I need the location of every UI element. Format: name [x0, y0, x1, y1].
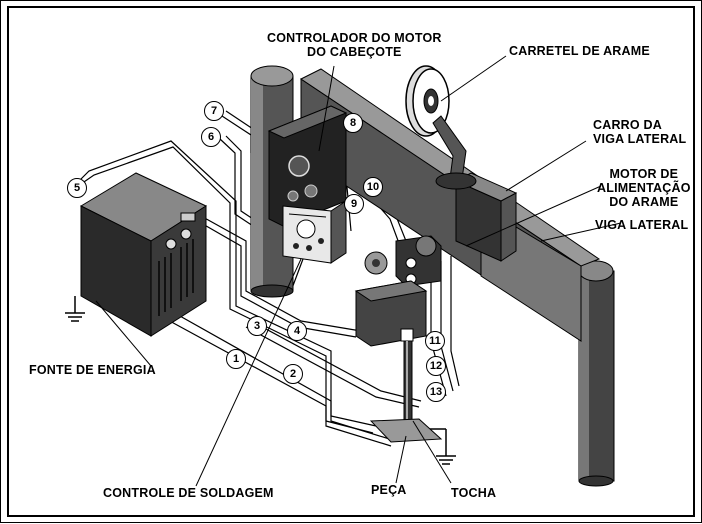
marker-5: 5 [67, 178, 87, 198]
power-supply [79, 172, 208, 337]
workpiece [369, 418, 443, 443]
welding-torch [403, 340, 413, 427]
wire-feed-motor [364, 235, 442, 297]
label-leaders [95, 55, 622, 487]
marker-10: 10 [363, 177, 383, 197]
label-welding-control: CONTROLE DE SOLDAGEM [103, 486, 274, 500]
marker-4: 4 [287, 321, 307, 341]
marker-6: 6 [201, 127, 221, 147]
label-beam-carriage: CARRO DA VIGA LATERAL [593, 118, 687, 146]
marker-2: 2 [283, 364, 303, 384]
marker-13: 13 [426, 382, 446, 402]
torch-carriage [354, 280, 428, 347]
label-power-supply: FONTE DE ENERGIA [29, 363, 156, 377]
head-motor-controller [267, 105, 348, 227]
marker-1: 1 [226, 349, 246, 369]
marker-9: 9 [344, 194, 364, 214]
label-wire-feed-motor: MOTOR DE ALIMENTAÇÃO DO ARAME [597, 167, 691, 209]
label-torch: TOCHA [451, 486, 497, 500]
welding-control-panel [282, 200, 347, 264]
side-beam [300, 68, 601, 342]
label-head-motor-controller: CONTROLADOR DO MOTOR DO CABEÇOTE [267, 31, 442, 59]
marker-12: 12 [426, 356, 446, 376]
marker-8: 8 [343, 113, 363, 133]
label-wire-spool: CARRETEL DE ARAME [509, 44, 650, 58]
label-workpiece: PEÇA [371, 483, 407, 497]
diagram-inner-border [7, 6, 695, 517]
marker-11: 11 [425, 331, 445, 351]
label-side-beam: VIGA LATERAL [595, 218, 689, 232]
marker-7: 7 [204, 101, 224, 121]
wire-spool [405, 65, 477, 190]
ground-symbol-power-supply [65, 296, 85, 322]
right-column [578, 260, 615, 487]
marker-3: 3 [247, 316, 267, 336]
